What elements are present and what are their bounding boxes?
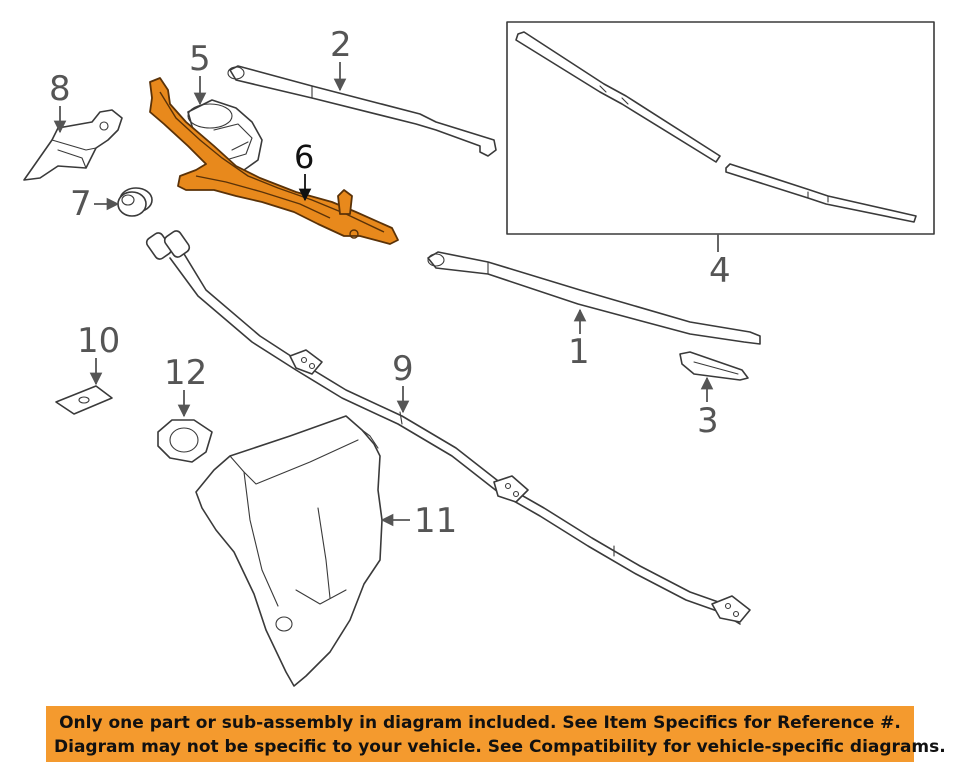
callout-7-label: 7 [70, 184, 92, 224]
callout-4: 4 [709, 234, 731, 291]
callout-6: 6 [294, 138, 314, 202]
part-10-gasket [55, 385, 113, 415]
callout-9: 9 [392, 349, 414, 414]
disclaimer-line-2: Diagram may not be specific to your vehi… [54, 737, 946, 757]
disclaimer-line-1: Only one part or sub-assembly in diagram… [59, 713, 901, 733]
callout-5-label: 5 [189, 39, 211, 79]
callout-11: 11 [380, 501, 457, 541]
callout-9-label: 9 [392, 349, 414, 389]
part-12-seal [157, 419, 213, 463]
part-2-wiper-arm [227, 65, 497, 157]
part-11-washer-reservoir [195, 415, 383, 687]
callout-4-label: 4 [709, 251, 731, 291]
callout-6-label: 6 [294, 138, 314, 176]
part-6-wiper-linkage [149, 77, 399, 245]
callout-1-label: 1 [568, 332, 590, 372]
callout-3: 3 [697, 376, 719, 441]
callout-2: 2 [330, 25, 352, 92]
part-1-wiper-arm [427, 251, 761, 345]
part-7-grommet [117, 187, 153, 217]
callout-8: 8 [49, 69, 71, 134]
callout-10: 10 [77, 321, 120, 386]
part-8-bracket [23, 109, 123, 181]
callout-3-label: 3 [697, 401, 719, 441]
callout-5: 5 [189, 39, 211, 106]
callout-7: 7 [70, 184, 120, 224]
callout-12: 12 [164, 353, 207, 418]
callout-12-label: 12 [164, 353, 207, 393]
part-4-wiper-blades-box [506, 21, 935, 235]
callout-11-label: 11 [414, 501, 457, 541]
callout-10-label: 10 [77, 321, 120, 361]
disclaimer-banner: Only one part or sub-assembly in diagram… [46, 706, 946, 762]
callout-1: 1 [568, 308, 590, 372]
part-9-washer-hose [145, 230, 751, 625]
part-3-nozzle [679, 351, 749, 381]
callout-8-label: 8 [49, 69, 71, 109]
callout-2-label: 2 [330, 25, 352, 65]
